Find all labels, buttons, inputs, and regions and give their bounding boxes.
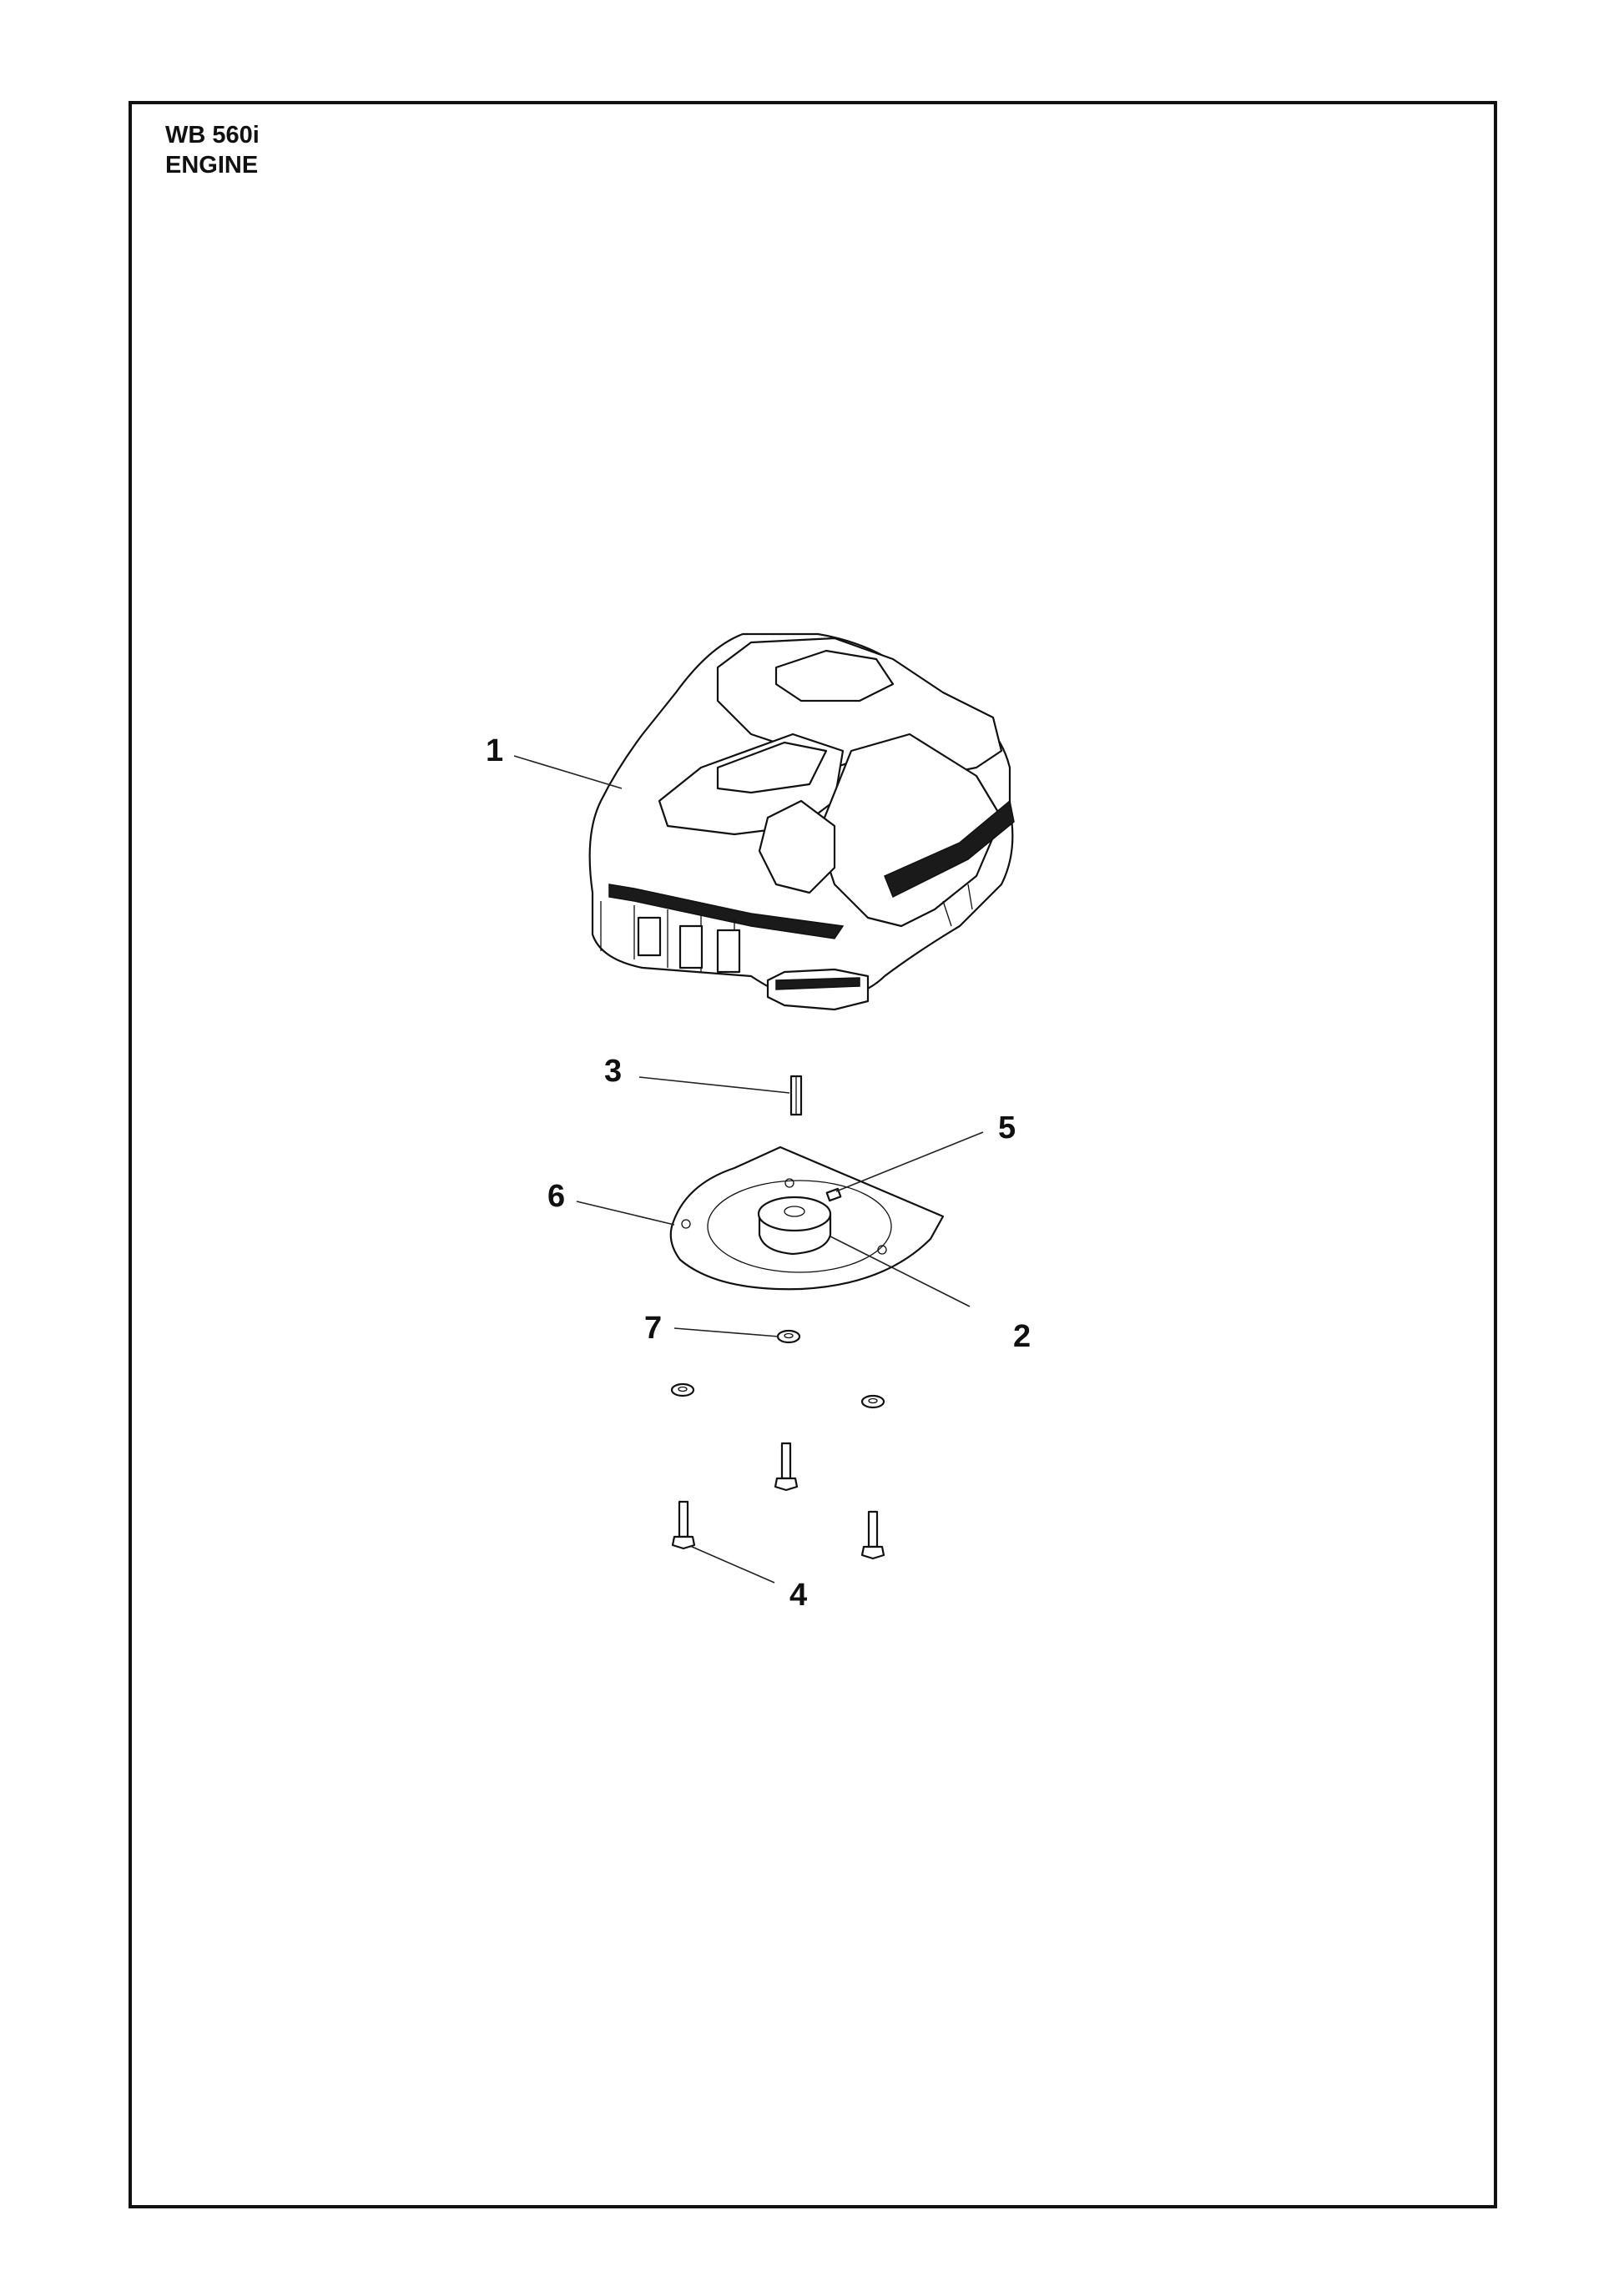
drawing-frame: [129, 101, 1497, 2208]
callout-3: 3: [604, 1054, 622, 1089]
part-pin: [789, 1075, 803, 1116]
part-pulley: [757, 1196, 832, 1256]
callout-4: 4: [789, 1578, 807, 1613]
callout-5: 5: [998, 1110, 1016, 1145]
section-title: ENGINE: [165, 152, 259, 179]
callout-1: 1: [486, 733, 503, 768]
part-screws: [671, 1442, 885, 1560]
callout-labels: 1 2 3 4 5 6 7: [486, 733, 1031, 1613]
part-engine-cover: [588, 632, 1015, 1011]
leader-lines: [513, 755, 984, 1584]
part-set-screw: [825, 1187, 842, 1202]
callout-7: 7: [644, 1311, 662, 1346]
callout-6: 6: [547, 1179, 565, 1214]
model-title: WB 560i: [165, 122, 260, 149]
callout-2: 2: [1013, 1319, 1031, 1354]
part-washers: [670, 1329, 885, 1409]
